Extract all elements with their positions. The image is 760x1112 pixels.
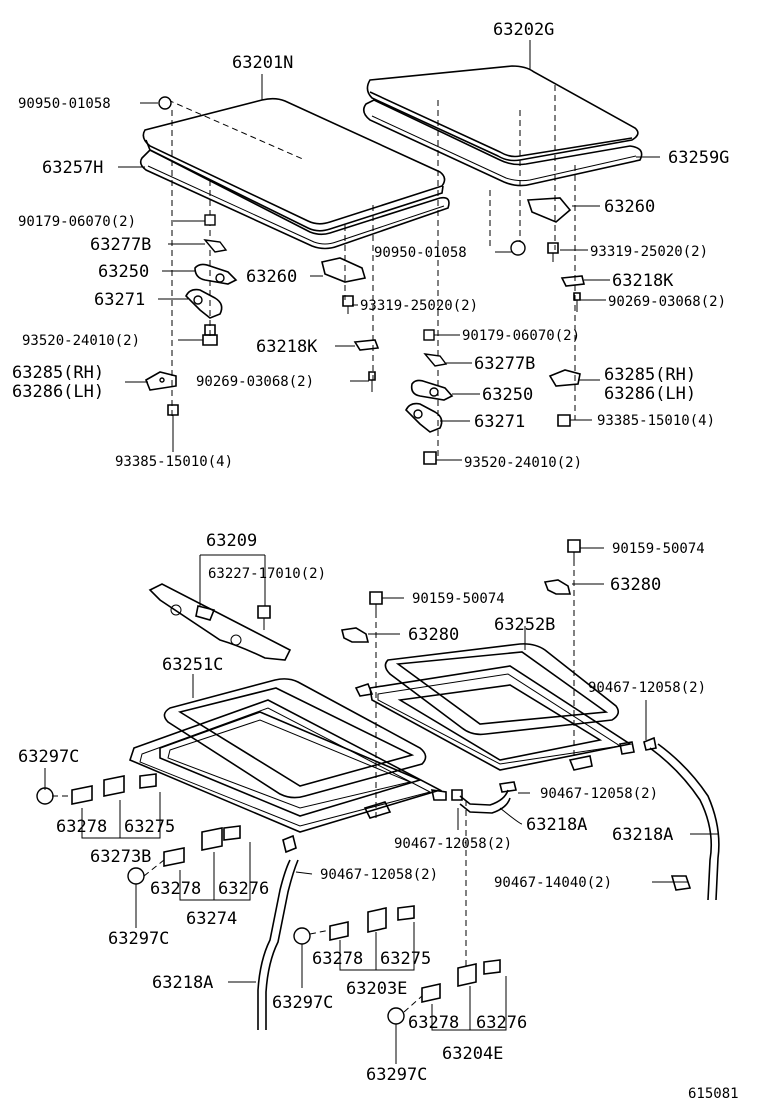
leader-lines-top [118,40,660,461]
label-63280-b: 63280 [408,625,459,645]
label-93385-15010-b: 93385-15010(4) [597,413,715,429]
label-63276-a: 63276 [218,879,269,899]
label-93520-24010-b: 93520-24010(2) [464,455,582,471]
label-63252B: 63252B [494,615,555,635]
label-90159-50074-b: 90159-50074 [412,591,505,607]
label-63276-b: 63276 [476,1013,527,1033]
label-63271-b: 63271 [474,412,525,432]
label-63285-rh-b: 63285(RH) [604,365,696,385]
label-63218K-a: 63218K [256,337,318,357]
housing-frame-right [354,643,635,801]
glass-panel-left [142,97,446,232]
label-63273B: 63273B [90,847,151,867]
hardware-frame-top [341,539,581,820]
label-90950-01058-a: 90950-01058 [18,96,111,112]
label-63204E: 63204E [442,1044,503,1064]
label-93319-25020-b: 93319-25020(2) [590,244,708,260]
label-63297C-a: 63297C [18,747,79,767]
label-63227-17010: 63227-17010(2) [208,566,326,582]
label-63271-a: 63271 [94,290,145,310]
label-63201N: 63201N [232,53,293,73]
part-labels: 63201N 63202G 90950-01058 63257H 63259G … [12,20,739,1102]
label-63285-rh-a: 63285(RH) [12,363,104,383]
label-63275-b: 63275 [380,949,431,969]
label-90467-12058-d: 90467-12058(2) [320,867,438,883]
label-90179-06070-b: 90179-06070(2) [462,328,580,344]
hardware-mid [321,257,380,392]
label-63280-a: 63280 [610,575,661,595]
label-63297C-c: 63297C [272,993,333,1013]
weatherstrip-left [139,149,450,250]
label-63277B-a: 63277B [90,235,151,255]
label-63278-a: 63278 [56,817,107,837]
label-93520-24010-a: 93520-24010(2) [22,333,140,349]
label-63259G: 63259G [668,148,729,168]
label-90467-14040: 90467-14040(2) [494,875,612,891]
label-63218A-b: 63218A [612,825,673,845]
housing-frame-left [129,678,447,854]
label-63297C-d: 63297C [366,1065,427,1085]
figure-id: 615081 [688,1086,739,1102]
label-90467-12058-a: 90467-12058(2) [588,680,706,696]
label-63202G: 63202G [493,20,554,40]
label-90179-06070-a: 90179-06070(2) [18,214,136,230]
weatherstrip-right [362,99,643,187]
label-63250-a: 63250 [98,262,149,282]
label-90269-03068-b: 90269-03068(2) [608,294,726,310]
label-63209: 63209 [206,531,257,551]
glass-panel-right [366,65,639,162]
hardware-left [144,96,238,430]
label-63274: 63274 [186,909,237,929]
label-90269-03068-a: 90269-03068(2) [196,374,314,390]
label-63218K-b: 63218K [612,271,674,291]
label-63260-a: 63260 [246,267,297,287]
label-63278-c: 63278 [312,949,363,969]
label-63257H: 63257H [42,158,103,178]
label-93319-25020-a: 93319-25020(2) [360,298,478,314]
label-90467-12058-b: 90467-12058(2) [540,786,658,802]
label-63250-b: 63250 [482,385,533,405]
label-93385-15010-a: 93385-15010(4) [115,454,233,470]
label-63275-a: 63275 [124,817,175,837]
wind-deflector [148,554,292,661]
label-63277B-b: 63277B [474,354,535,374]
label-63203E: 63203E [346,979,407,999]
label-63278-b: 63278 [150,879,201,899]
drain-hoses [257,736,720,1030]
label-63218A-c: 63218A [152,973,213,993]
label-63286-lh-b: 63286(LH) [604,384,696,404]
label-63260-b: 63260 [604,197,655,217]
label-63251C: 63251C [162,655,223,675]
label-90159-50074-a: 90159-50074 [612,541,705,557]
brackets-center [293,800,507,1031]
label-63218A-a: 63218A [526,815,587,835]
leader-lines-bottom [44,547,718,1064]
label-63286-lh-a: 63286(LH) [12,382,104,402]
label-63278-d: 63278 [408,1013,459,1033]
label-90950-01058-b: 90950-01058 [374,245,467,261]
label-90467-12058-c: 90467-12058(2) [394,836,512,852]
label-63297C-b: 63297C [108,929,169,949]
